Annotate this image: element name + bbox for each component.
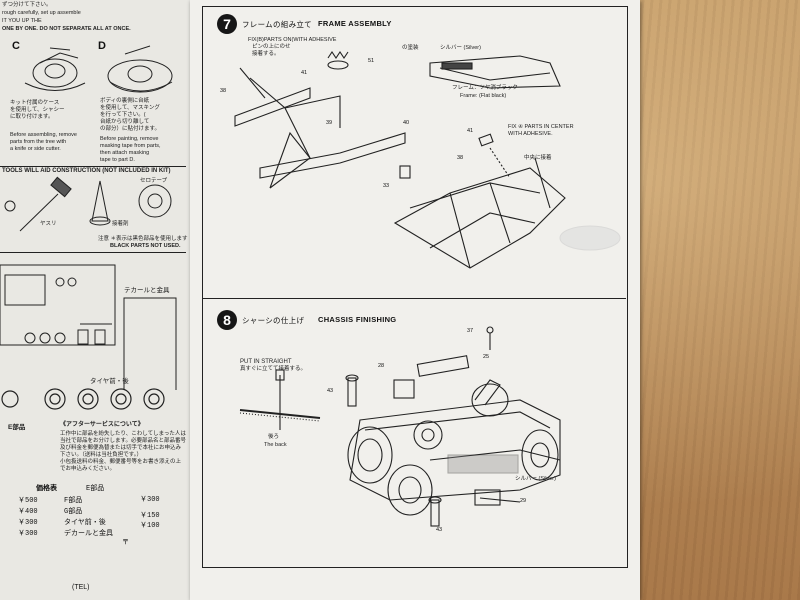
top-line-2: rough carefully, set up assemble: [2, 10, 81, 16]
fix-center-en-2: WITH ADHESIVE.: [508, 131, 553, 137]
left-instruction-page: ずつ分けて下さい。 rough carefully, set up assemb…: [0, 0, 190, 600]
step-c-en-1: Before assembling, remove: [10, 132, 77, 138]
frame-color-jp: フレーム：ツヤ消ブラック: [452, 85, 518, 91]
section-7-title-jp: フレームの組み立て: [242, 20, 312, 29]
step-d-text-2: を使用して、マスキング: [100, 105, 160, 111]
back-label-en: The back: [264, 442, 287, 448]
step-cd-illustration: [24, 45, 173, 93]
after-service-line-5: 小包扱送料の料金、郵便番号等をお書き添えの上: [60, 459, 182, 465]
section-8-title-jp: シャーシの仕上げ: [242, 316, 305, 325]
section-8-number: 8: [217, 310, 237, 330]
tires-illustration: [1, 388, 165, 410]
part-number: 38: [220, 88, 227, 94]
part-number: 43: [327, 388, 334, 394]
fix-note-jp-2: 接着する。: [252, 51, 280, 57]
back-label-jp: 後ろ: [268, 434, 280, 440]
frame-assembly-drawing: [234, 51, 621, 269]
section-divider: [203, 298, 626, 299]
step-c-text-1: キット付属のケース: [10, 100, 60, 106]
step-c-en-2: parts from the tree with: [10, 139, 67, 145]
price-part: デカールと金具: [64, 530, 113, 538]
part-number: 38: [457, 155, 464, 161]
postal-mark: 〒: [122, 539, 129, 547]
tire-label: タイヤ前・後: [90, 378, 129, 385]
part-number: 41: [467, 128, 474, 134]
top-line-4: ONE BY ONE. DO NOT SEPARATE ALL AT ONCE.: [2, 26, 131, 32]
tools-heading: TOOLS WILL AID CONSTRUCTION (NOT INCLUDE…: [2, 168, 171, 174]
step-d-text-1: ボディの裏側に台紙: [100, 98, 150, 104]
price-amount: ￥400: [18, 508, 38, 516]
silver-paint-en: シルバー (Silver): [440, 45, 481, 51]
step-d-en-1: Before painting, remove: [100, 136, 159, 142]
price-amount: ￥150: [140, 512, 160, 520]
price-part: タイヤ前・後: [64, 519, 106, 527]
after-service-line-1: 工作中に部品を紛失したり、こわしてしまった人は: [60, 431, 186, 437]
price-table-title: 価格表: [36, 485, 57, 492]
step-c-text-2: を使用して、シャシー: [10, 107, 65, 113]
center-glue-jp: 中央に接着: [524, 155, 552, 161]
after-service-line-2: 当社で部品をお分けします。必要部品名と部品番号: [60, 438, 186, 444]
price-amount: ￥300: [18, 519, 38, 527]
step-c-en-3: a knife or side cutter.: [10, 146, 61, 152]
part-number: 40: [403, 120, 410, 126]
price-amount: ￥300: [140, 496, 160, 504]
price-amount: ￥300: [18, 530, 38, 538]
part-number: 28: [378, 363, 385, 369]
instruction-frame: [202, 6, 628, 568]
after-service-title: 《アフターサービスについて》: [60, 422, 144, 428]
decal-label: テカールと金具: [124, 287, 170, 294]
after-service-line-6: でお申込みください。: [60, 466, 116, 472]
step-d-text-4: 台紙から切り離して: [100, 119, 150, 125]
step-d-en-3: then attach masking: [100, 150, 150, 156]
silver-paint-jp: の塗装: [402, 45, 419, 51]
tools-illustration: [4, 176, 172, 232]
price-header-e: E部品: [86, 485, 105, 493]
step-d-letter: D: [98, 40, 107, 52]
step-d-text-5: の部分）に貼付けます。: [100, 126, 160, 132]
tool-label-glue: 接着剤: [112, 221, 129, 227]
chassis-finishing-drawing: [239, 326, 561, 527]
part-number: 43: [436, 527, 443, 533]
tool-label-tape: セロテープ: [140, 178, 168, 184]
parts-tree-diagram: [0, 264, 177, 390]
fix-note-en: FIX(B)PARTS ON(WITH ADHESIVE: [248, 37, 337, 43]
part-number: 39: [326, 120, 333, 126]
step-c-text-3: に取り付けます。: [10, 114, 54, 120]
put-straight-en: PUT IN STRAIGHT: [240, 359, 292, 365]
section-7-title-en: FRAME ASSEMBLY: [318, 19, 392, 28]
part-number: 51: [368, 58, 375, 64]
fix-center-en-1: FIX ④ PARTS IN CENTER: [508, 124, 574, 130]
part-number: 33: [383, 183, 390, 189]
black-parts-note-jp: 注意 ＊表示は黒色部品を使用します: [98, 236, 188, 242]
fix-note-jp-1: ピンの上にのせ: [252, 44, 291, 50]
divider: [0, 252, 186, 253]
right-instruction-page: 7 フレームの組み立て FRAME ASSEMBLY FIX(B)PARTS O…: [190, 0, 640, 600]
tel-label: (TEL): [72, 584, 90, 591]
divider: [0, 166, 186, 167]
part-number: 37: [467, 328, 474, 334]
tool-label-file: ヤスリ: [40, 221, 57, 227]
frame-color-en: Frame: (Flat black): [460, 93, 507, 99]
black-parts-note-en: BLACK PARTS NOT USED.: [110, 243, 181, 249]
price-amount: ￥500: [18, 497, 38, 505]
step-d-text-3: を行って下さい。(: [100, 112, 146, 118]
put-straight-jp: 真すぐに立てて接着する。: [240, 366, 307, 372]
step-c-letter: C: [12, 40, 21, 52]
part-number: 41: [301, 70, 308, 76]
step-d-en-2: masking tape from parts,: [100, 143, 161, 149]
top-line-3: IT YOU UP THE: [2, 18, 42, 24]
after-service-line-3: 及び料金を郵便為替または切手で本社にお申込み: [60, 445, 182, 451]
step-d-en-4: tape to part D.: [100, 157, 135, 163]
top-line-1: ずつ分けて下さい。: [2, 2, 52, 8]
after-service-line-4: 下さい。（送料は当社負担です。）: [60, 452, 142, 458]
section-8-title-en: CHASSIS FINISHING: [318, 315, 397, 324]
part-number: 29: [520, 498, 527, 504]
price-part: G部品: [64, 508, 83, 516]
e-parts-label: E部品: [8, 424, 26, 431]
part-number: 25: [483, 354, 490, 360]
price-amount: ￥100: [140, 522, 160, 530]
section-7-number: 7: [217, 14, 237, 34]
price-part: F部品: [64, 497, 83, 505]
